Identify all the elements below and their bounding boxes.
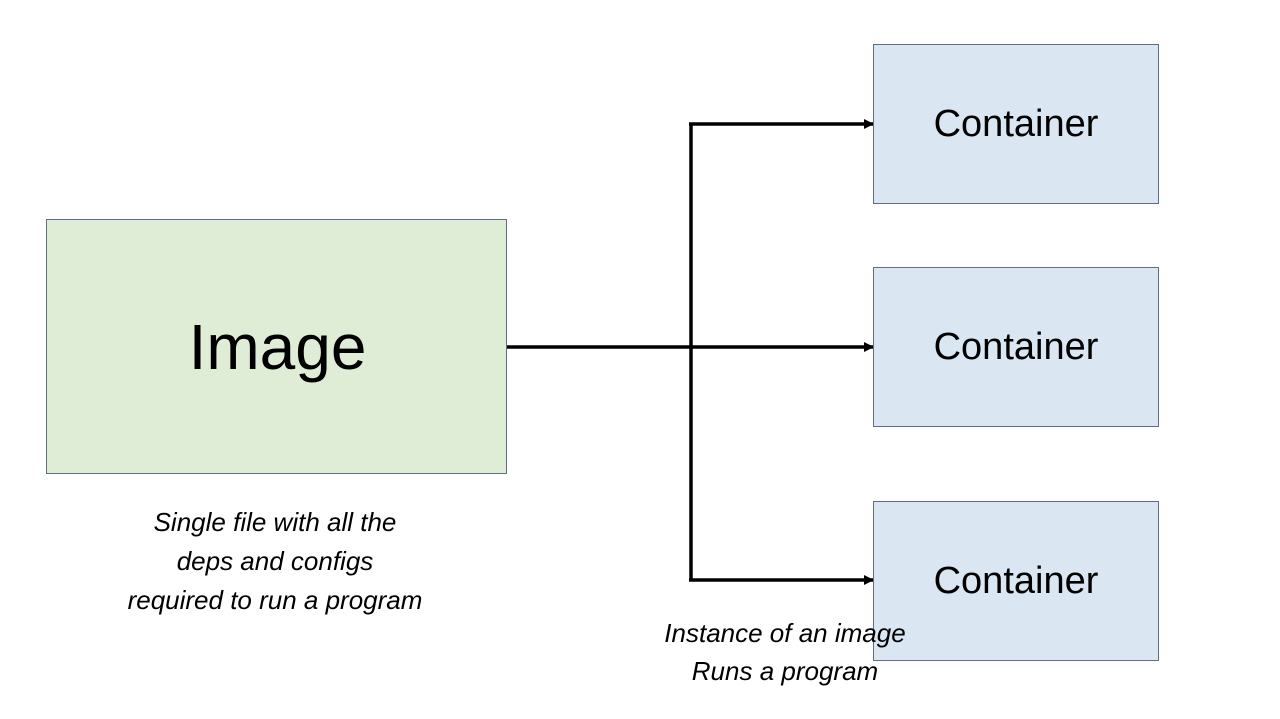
image-node-label: Image: [188, 310, 367, 383]
container-node-1: Container: [873, 44, 1159, 204]
container-node-2: Container: [873, 267, 1159, 427]
container-node-3: Container: [873, 501, 1159, 661]
container-node-label: Container: [933, 326, 1099, 368]
image-caption-line: deps and configs: [176, 546, 374, 576]
image-caption-line: Single file with all the: [153, 507, 397, 537]
container-node-label: Container: [933, 560, 1099, 602]
image-node: Image: [46, 219, 507, 474]
container-caption-line: Instance of an image: [664, 618, 906, 648]
image-caption-line: required to run a program: [127, 585, 423, 615]
image-caption: Single file with all the deps and config…: [60, 503, 490, 620]
container-node-label: Container: [933, 103, 1099, 145]
container-caption-line: Runs a program: [691, 656, 879, 686]
container-caption: Instance of an image Runs a program: [620, 614, 950, 690]
